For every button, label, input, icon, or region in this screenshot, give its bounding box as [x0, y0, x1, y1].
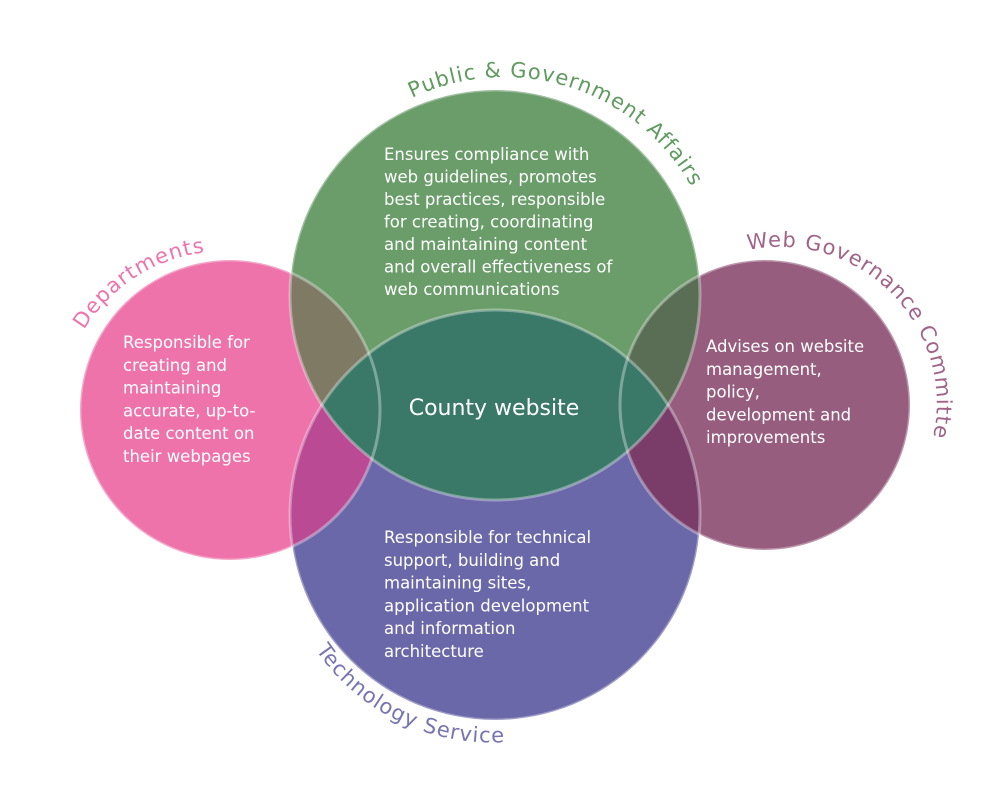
description-line: for creating, coordinating	[384, 213, 594, 232]
description-line: Responsible for	[123, 333, 250, 352]
description-line: their webpages	[123, 447, 251, 466]
web-governance-committee-description: Advises on website management, policy, deve…	[706, 337, 864, 447]
description-line: web communications	[384, 280, 560, 299]
departments-description: Responsible for creating and maintaining ac…	[123, 333, 255, 466]
description-line: support, building and	[384, 551, 560, 570]
description-line: maintaining	[123, 379, 221, 398]
description-line: and information	[384, 619, 516, 638]
description-line: Advises on website	[706, 337, 864, 356]
description-line: management,	[706, 360, 822, 379]
center-label: County website	[409, 396, 580, 421]
description-line: development and	[706, 405, 851, 424]
description-line: creating and	[123, 356, 227, 375]
description-line: maintaining sites,	[384, 574, 531, 593]
circle-outlines	[78, 88, 912, 722]
description-line: date content on	[123, 424, 254, 443]
description-line: Ensures compliance with	[384, 145, 589, 164]
description-line: application development	[384, 596, 590, 615]
description-line: web guidelines, promotes	[384, 168, 597, 187]
description-line: improvements	[706, 428, 825, 447]
public-government-affairs-description: Ensures compliance with web guidelines, p…	[384, 145, 613, 299]
overlap-center	[290, 310, 700, 500]
description-line: accurate, up-to-	[123, 401, 255, 420]
technology-services-description: Responsible for technical support, buildi…	[384, 528, 591, 661]
description-line: policy,	[706, 383, 760, 402]
description-line: and maintaining content	[384, 235, 588, 254]
description-line: and overall effectiveness of	[384, 258, 613, 277]
description-line: Responsible for technical	[384, 528, 591, 547]
description-line: best practices, responsible	[384, 190, 605, 209]
description-line: architecture	[384, 642, 484, 661]
